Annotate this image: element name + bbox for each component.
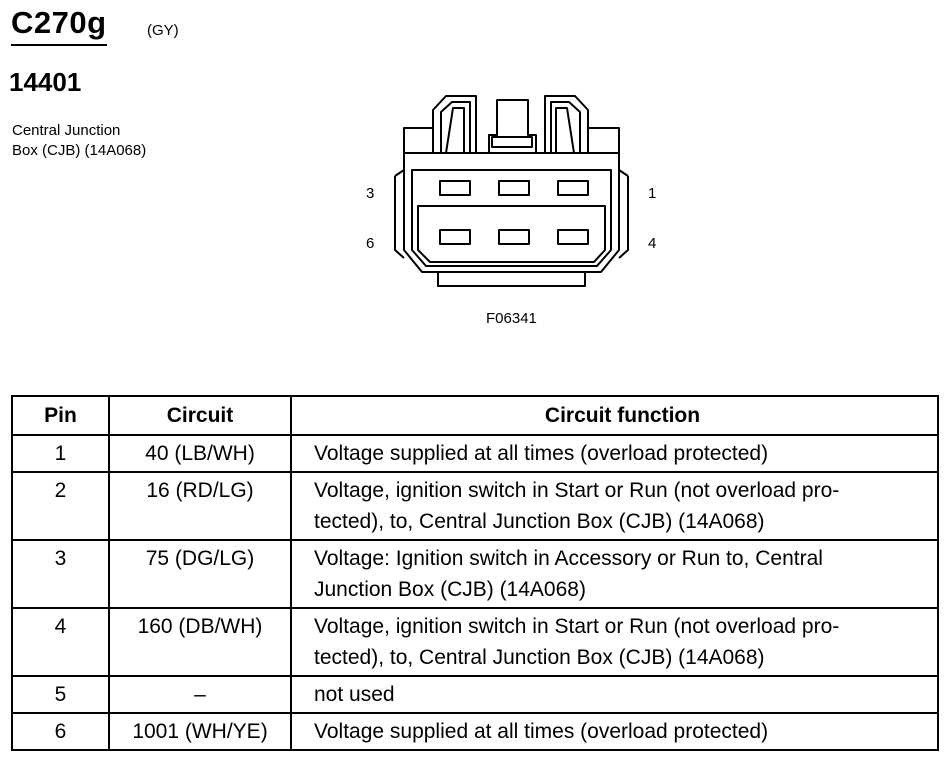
center-key bbox=[488, 99, 537, 153]
circuit-function: Voltage supplied at all times (overload … bbox=[290, 712, 939, 751]
connector-face-diagram bbox=[394, 95, 629, 287]
circuit-number: 75 (DG/LG) bbox=[108, 539, 292, 609]
pin-number: 6 bbox=[11, 712, 110, 751]
pin-number: 5 bbox=[11, 675, 110, 714]
pin-number: 2 bbox=[11, 471, 110, 541]
cavity-2 bbox=[498, 180, 530, 196]
cavity-4 bbox=[557, 229, 589, 245]
part-number: 14401 bbox=[9, 67, 82, 97]
pin-label-4: 4 bbox=[648, 235, 657, 252]
circuit-number: – bbox=[108, 675, 292, 714]
circuit-function-line: not used bbox=[314, 683, 395, 706]
pin-label-3: 3 bbox=[366, 185, 375, 202]
figure-id: F06341 bbox=[486, 310, 537, 327]
circuit-function: Voltage, ignition switch in Start or Run… bbox=[290, 471, 939, 541]
cavity-6 bbox=[439, 229, 471, 245]
cavity-3 bbox=[439, 180, 471, 196]
circuit-function-line: Voltage supplied at all times (overload … bbox=[314, 720, 769, 743]
circuit-function-line: tected), to, Central Junction Box (CJB) … bbox=[314, 510, 765, 533]
pin-label-6: 6 bbox=[366, 235, 375, 252]
circuit-function: Voltage, ignition switch in Start or Run… bbox=[290, 607, 939, 677]
circuit-number: 1001 (WH/YE) bbox=[108, 712, 292, 751]
header-circuit: Circuit bbox=[108, 395, 292, 436]
circuit-function: not used bbox=[290, 675, 939, 714]
circuit-number: 16 (RD/LG) bbox=[108, 471, 292, 541]
circuit-function: Voltage supplied at all times (overload … bbox=[290, 434, 939, 473]
header-pin: Pin bbox=[11, 395, 110, 436]
pin-number: 1 bbox=[11, 434, 110, 473]
circuit-function-line: Voltage, ignition switch in Start or Run… bbox=[314, 615, 840, 638]
circuit-function-line: Voltage, ignition switch in Start or Run… bbox=[314, 479, 840, 502]
circuit-function-line: tected), to, Central Junction Box (CJB) … bbox=[314, 646, 765, 669]
circuit-number: 160 (DB/WH) bbox=[108, 607, 292, 677]
circuit-function-line: Voltage: Ignition switch in Accessory or… bbox=[314, 547, 823, 570]
circuit-number: 40 (LB/WH) bbox=[108, 434, 292, 473]
table-header-row: Pin Circuit Circuit function bbox=[11, 395, 939, 436]
table-row: 5–not used bbox=[11, 675, 939, 714]
location-line-1: Central Junction bbox=[12, 122, 121, 139]
header-function: Circuit function bbox=[290, 395, 939, 436]
connector-housing bbox=[403, 127, 620, 153]
latch-tab bbox=[432, 95, 477, 153]
location-line-2: Box (CJB) (14A068) bbox=[12, 142, 147, 159]
pin-number: 3 bbox=[11, 539, 110, 609]
circuit-function-line: Voltage supplied at all times (overload … bbox=[314, 442, 769, 465]
connector-location: Central Junction Box (CJB) (14A068) bbox=[12, 121, 232, 161]
circuit-function-line: Junction Box (CJB) (14A068) bbox=[314, 578, 586, 601]
pin-number: 4 bbox=[11, 607, 110, 677]
circuit-function: Voltage: Ignition switch in Accessory or… bbox=[290, 539, 939, 609]
cavity-1 bbox=[557, 180, 589, 196]
pin-label-1: 1 bbox=[648, 185, 657, 202]
connector-title: C270g bbox=[11, 4, 107, 46]
cavity-5 bbox=[498, 229, 530, 245]
color-code: (GY) bbox=[147, 22, 179, 39]
